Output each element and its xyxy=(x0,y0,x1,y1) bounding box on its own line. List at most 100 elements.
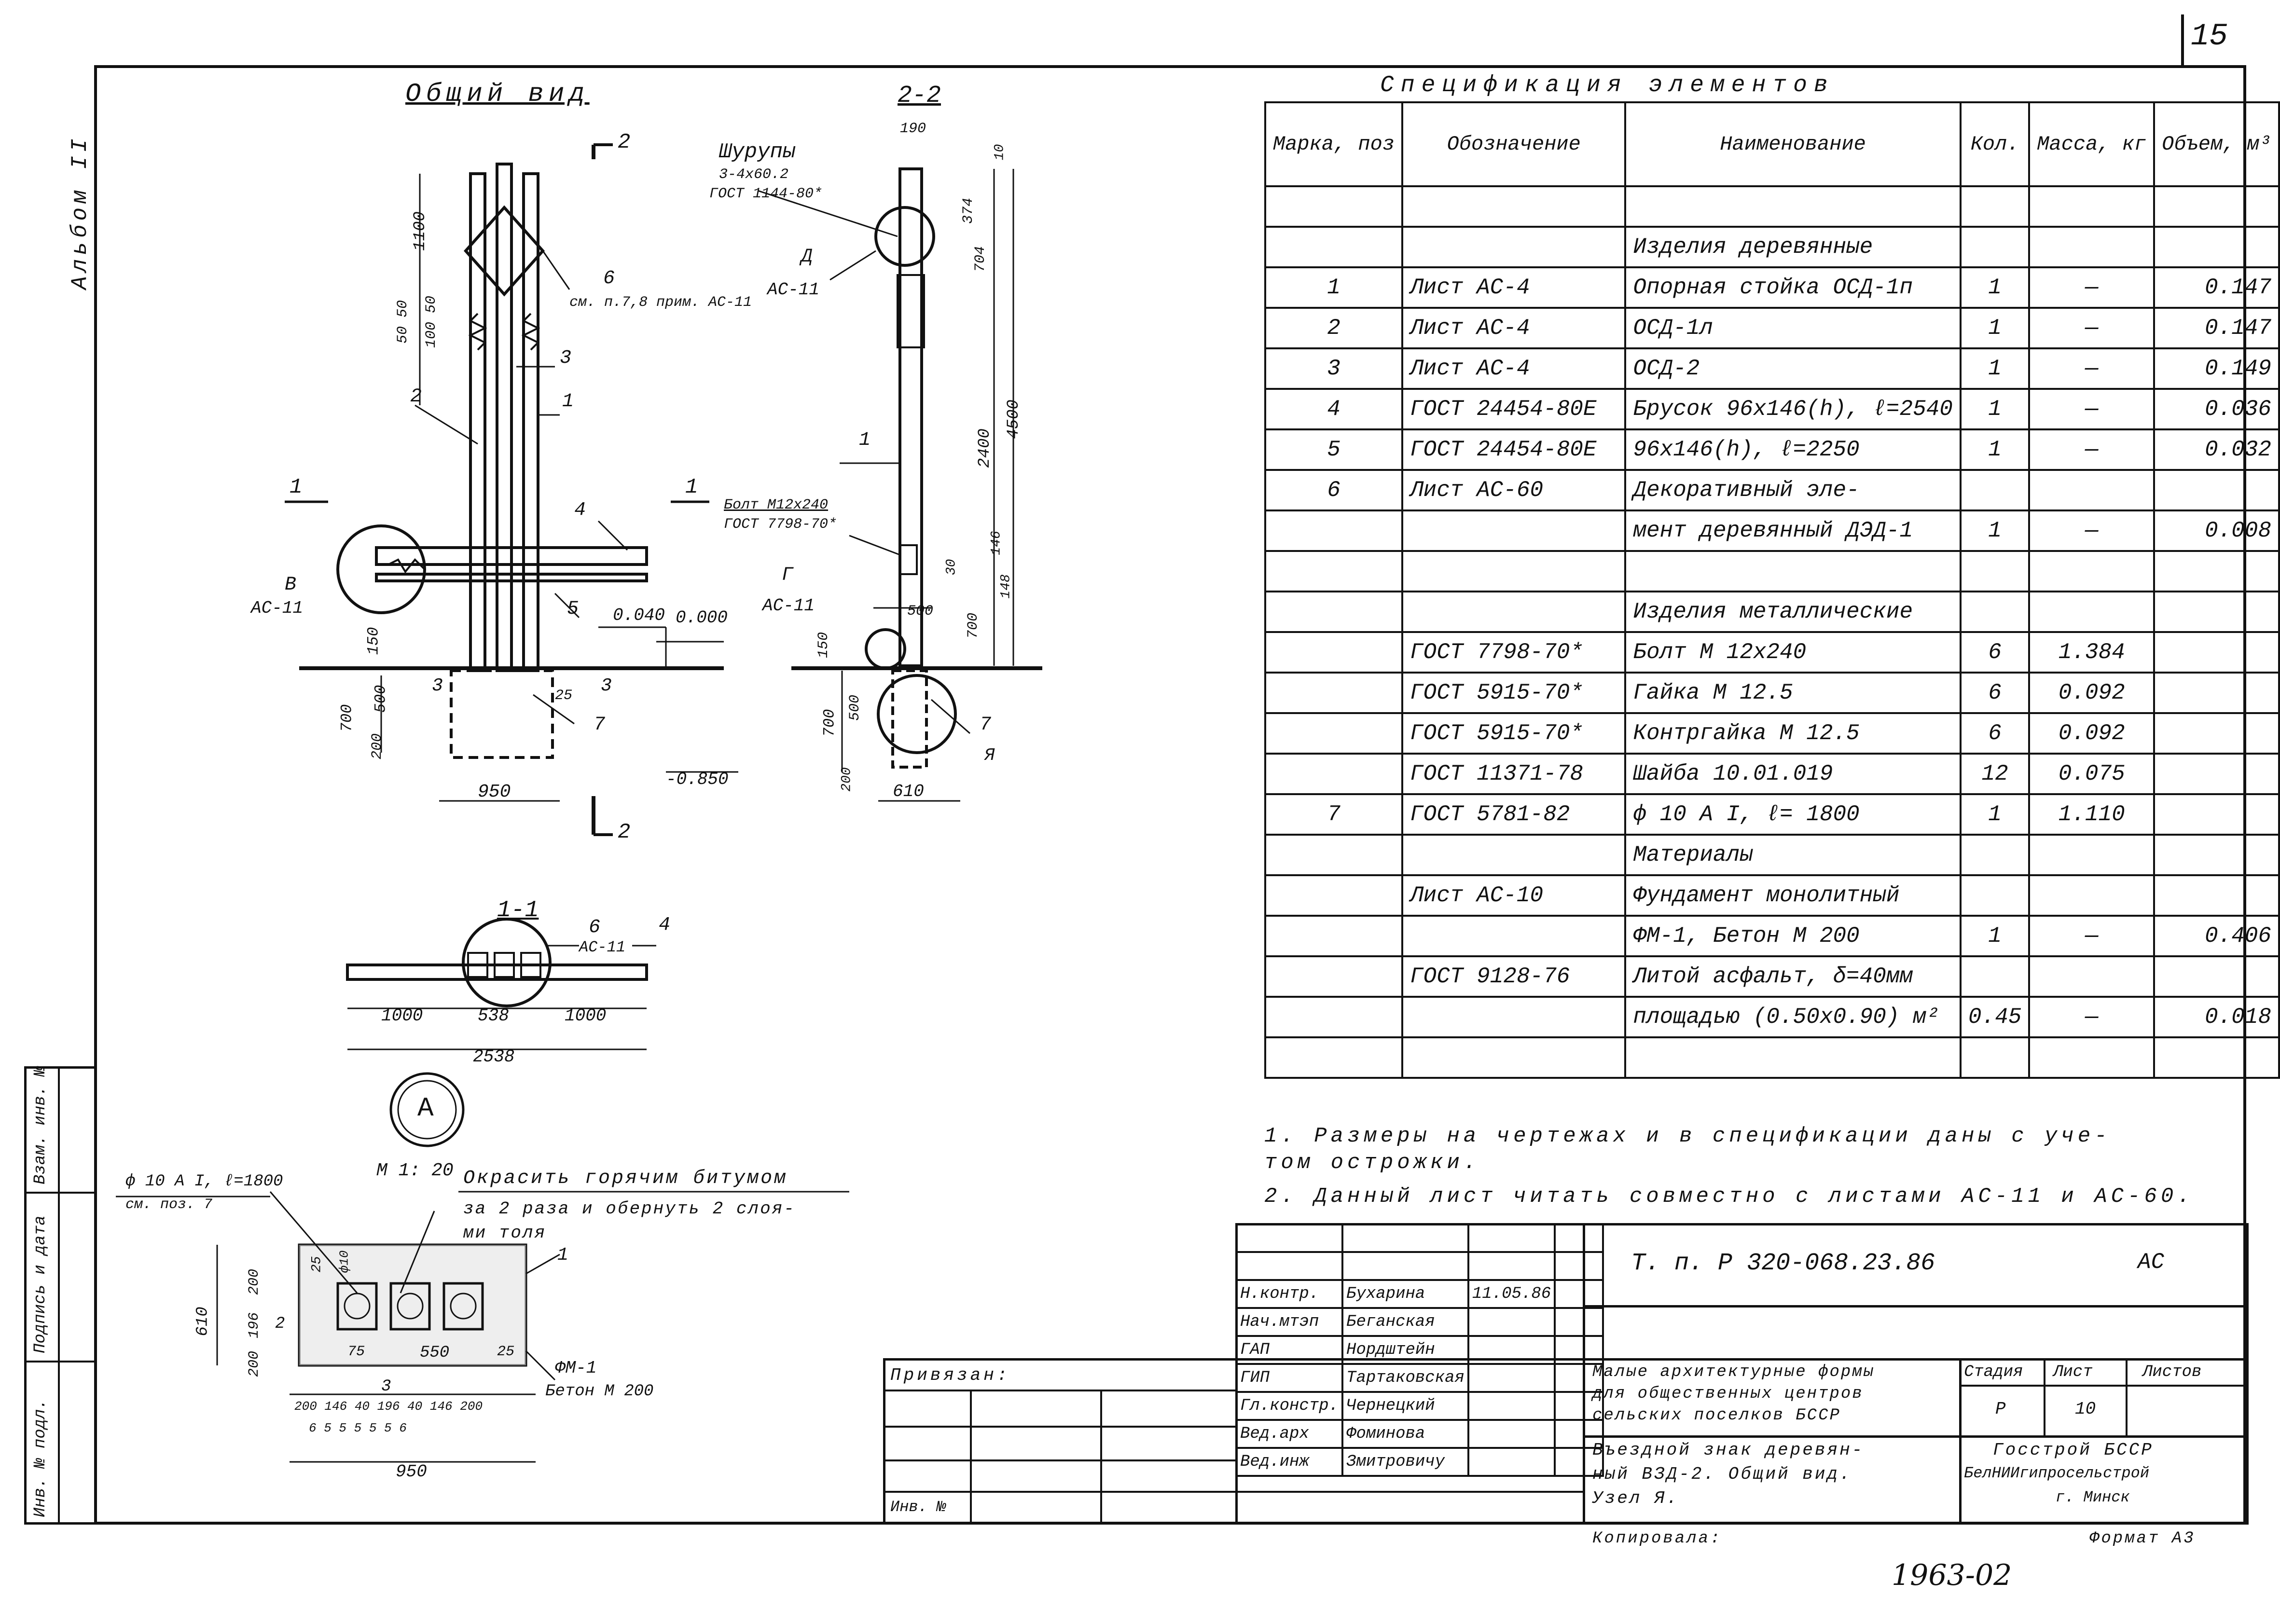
gv-cut1-right: 1 xyxy=(685,475,698,499)
spec-cell-qty: 1 xyxy=(1959,793,2031,836)
spec-cell-mass: 0.075 xyxy=(2028,753,2156,795)
spec-cell-mark: 6 xyxy=(1264,469,1404,511)
tb-blank-cell xyxy=(1235,1223,1344,1253)
tb-role-name: Бухарина xyxy=(1341,1279,1469,1309)
spec-cell-qty xyxy=(1959,874,2031,917)
tb-role-role: Нач.мтэп xyxy=(1235,1307,1344,1337)
tb-role-role: Н.контр. xyxy=(1235,1279,1344,1309)
spec-cell-name: Литой асфальт, δ=40мм xyxy=(1624,955,1962,998)
tb-role-role: Вед.арх xyxy=(1235,1419,1344,1449)
s11-pos4: 4 xyxy=(659,914,671,936)
da-bottom-dims: 200 146 40 196 40 146 200 xyxy=(294,1399,483,1414)
tb-stage-col2 xyxy=(2126,1358,2128,1435)
s22-dim-704: 704 xyxy=(972,246,989,273)
spec-cell-mark xyxy=(1264,874,1404,917)
spec-cell-volume: 0.036 xyxy=(2153,388,2280,430)
spec-cell-volume: 0.406 xyxy=(2153,915,2280,957)
spec-cell-qty: 6 xyxy=(1959,712,2031,755)
spec-cell-qty xyxy=(1959,185,2031,228)
spec-cell-qty: 1 xyxy=(1959,388,2031,430)
spec-cell-mark xyxy=(1264,550,1404,592)
spec-cell-name: ОСД-1л xyxy=(1624,307,1962,349)
spec-cell-name: Изделия деревянные xyxy=(1624,226,1962,268)
tb-role-date xyxy=(1467,1391,1556,1421)
s22-dim-500b: 500 xyxy=(847,694,864,721)
s22-dim-700: 700 xyxy=(965,612,982,639)
sheet-number-divider xyxy=(2181,14,2184,68)
gv-pos2: 2 xyxy=(410,386,422,408)
spec-row: Изделия металлические xyxy=(1264,591,2280,633)
spec-cell-mark: 7 xyxy=(1264,793,1404,836)
da-dim-200b: 200 xyxy=(246,1350,263,1377)
tb-sheet-title-3: Узел Я. xyxy=(1592,1488,1679,1508)
spec-cell-mark: 4 xyxy=(1264,388,1404,430)
spec-cell-qty xyxy=(1959,226,2031,268)
spec-cell-mass: — xyxy=(2028,428,2156,471)
spec-header-mark: Марка, поз xyxy=(1264,101,1404,187)
tb-role-role: Гл.констр. xyxy=(1235,1391,1344,1421)
spec-header-mass: Масса, кг xyxy=(2028,101,2156,187)
tb-role-sign xyxy=(1554,1419,1604,1449)
s22-node-g-ref: АС-11 xyxy=(762,596,815,616)
tb-role-sign xyxy=(1554,1307,1604,1337)
spec-cell-qty xyxy=(1959,591,2031,633)
spec-cell-mark xyxy=(1264,1036,1404,1079)
spec-row xyxy=(1264,550,2280,592)
s22-bolt-gost: ГОСТ 7798-70* xyxy=(724,516,837,533)
spec-cell-name: Гайка М 12.5 xyxy=(1624,672,1962,714)
spec-row xyxy=(1264,1036,2280,1079)
tb-org-3: г. Минск xyxy=(2056,1488,2130,1506)
s22-dim-4500: 4500 xyxy=(1004,399,1023,439)
tb-stage-sep xyxy=(1959,1385,2249,1387)
tb-attached-row3 xyxy=(883,1459,1235,1461)
spec-cell-volume xyxy=(2153,1036,2280,1079)
tb-blank-cell xyxy=(1467,1223,1556,1253)
da-bottom-small: 6 5 5 5 5 5 6 xyxy=(309,1421,407,1435)
tb-role-name: Фоминова xyxy=(1341,1419,1469,1449)
spec-table: Марка, поз Обозначение Наименование Кол.… xyxy=(1264,101,2280,1079)
spec-header-volume: Объем, м³ xyxy=(2153,101,2280,187)
spec-cell-mark: 3 xyxy=(1264,347,1404,390)
side-strip xyxy=(24,1066,97,1525)
spec-cell-mass: — xyxy=(2028,307,2156,349)
s11-pos6: 6 xyxy=(589,917,601,938)
da-dim-10: ф10 xyxy=(337,1250,352,1273)
gv-dim-950: 950 xyxy=(478,782,511,802)
spec-cell-qty: 1 xyxy=(1959,347,2031,390)
tb-role-date xyxy=(1467,1419,1556,1449)
s22-dim-500: 500 xyxy=(907,603,934,619)
spec-cell-name: Изделия металлические xyxy=(1624,591,1962,633)
tb-hsep-title xyxy=(1583,1435,2249,1438)
s11-pos6-ref: АС-11 xyxy=(579,938,626,956)
s22-dim-2400: 2400 xyxy=(975,428,994,468)
da-dim-25a: 25 xyxy=(309,1256,325,1273)
tb-role-date xyxy=(1467,1363,1556,1393)
note-1b: том острожки. xyxy=(1264,1151,1480,1175)
spec-cell-name: Опорная стойка ОСД-1п xyxy=(1624,266,1962,309)
spec-cell-volume: 0.147 xyxy=(2153,266,2280,309)
tb-role-date xyxy=(1467,1307,1556,1337)
s22-dim-146: 146 xyxy=(989,531,1004,555)
spec-cell-mark xyxy=(1264,631,1404,674)
s22-pos7: 7 xyxy=(980,714,992,736)
s22-dim-700b: 700 xyxy=(820,709,839,737)
spec-cell-mark xyxy=(1264,712,1404,755)
spec-cell-name: Материалы xyxy=(1624,834,1962,876)
note-2: 2. Данный лист читать совместно с листам… xyxy=(1264,1184,2194,1209)
spec-cell-qty: 1 xyxy=(1959,266,2031,309)
s11-dim-538: 538 xyxy=(478,1006,509,1026)
da-dim-3: 3 xyxy=(381,1377,391,1396)
tb-role-name: Чернецкий xyxy=(1341,1391,1469,1421)
tb-attached: Привязан: xyxy=(890,1365,1010,1385)
gv-dim-5050: 50 50 xyxy=(395,300,412,344)
